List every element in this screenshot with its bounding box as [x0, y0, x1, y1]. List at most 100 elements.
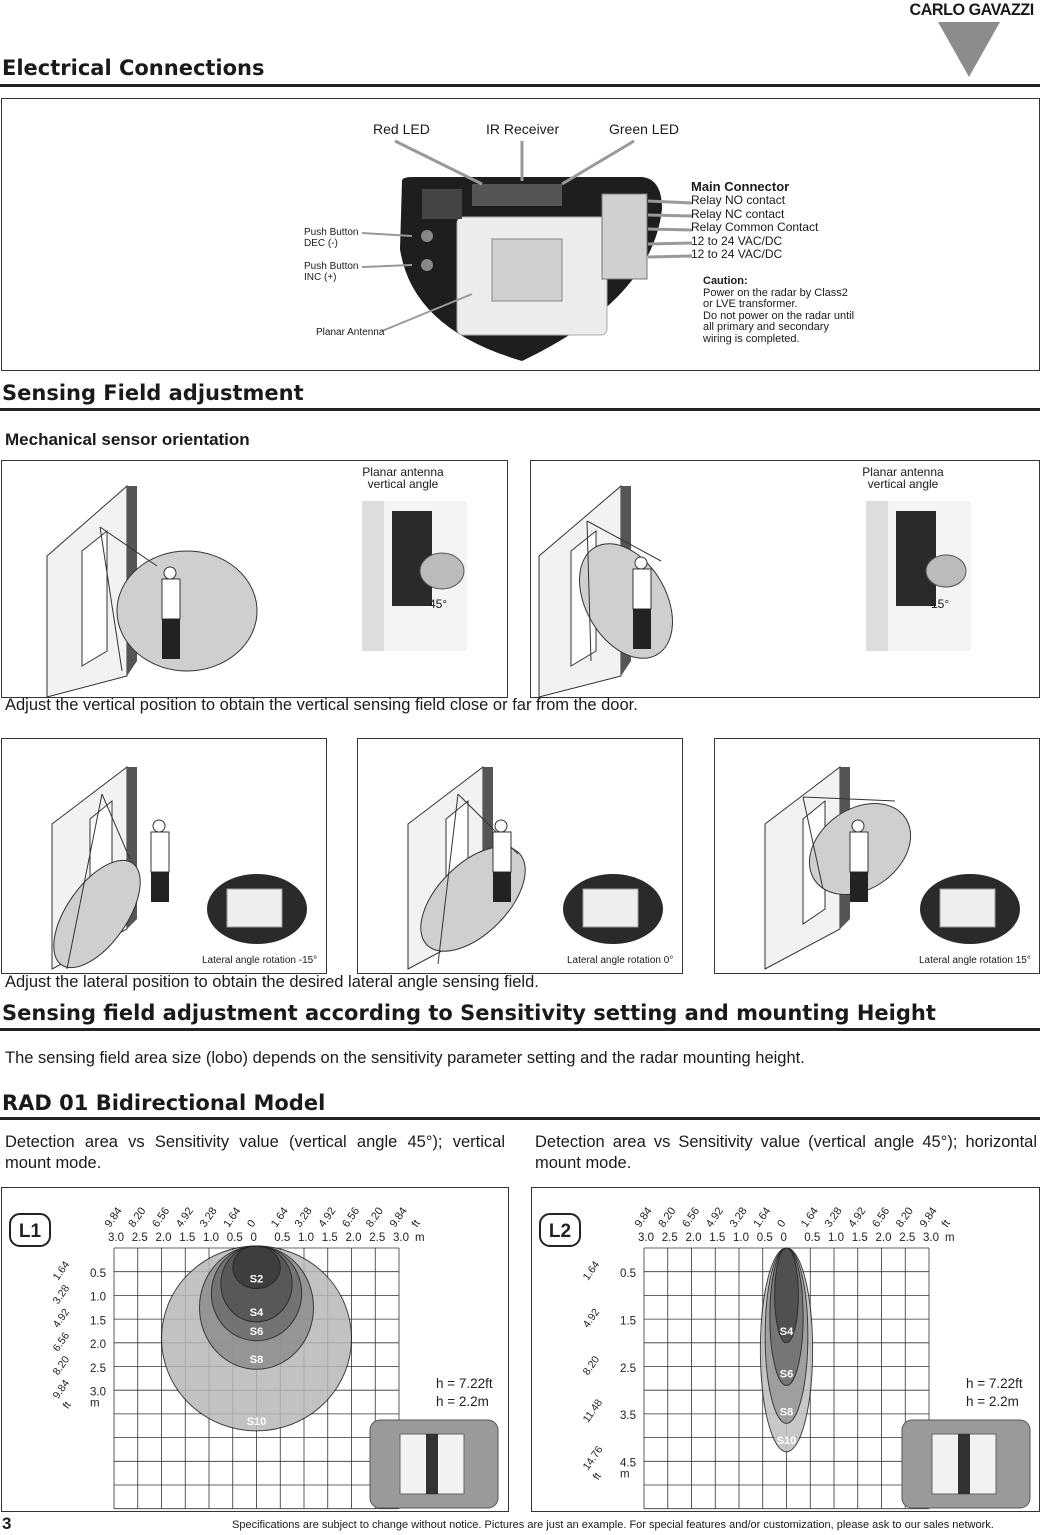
planar-antenna-label: Planar Antenna [316, 327, 385, 338]
x-tick-ft: 3.28 [198, 1205, 220, 1229]
push-inc-line-1: Push Button [304, 261, 359, 272]
x-tick-m: 1.5 [322, 1232, 338, 1244]
x-tick-ft: 4.92 [174, 1205, 196, 1229]
lateral-note: Adjust the lateral position to obtain th… [5, 973, 539, 991]
y-tick-m: 2.0 [90, 1339, 106, 1351]
lobe-label-s10: S10 [247, 1416, 267, 1428]
y-tick-m: 1.0 [90, 1292, 106, 1304]
push-dec-line-2: DEC (-) [304, 238, 338, 249]
x-tick-ft: 6.56 [340, 1205, 362, 1229]
y-tick-m: 3.5 [620, 1410, 636, 1422]
lobe-s4 [774, 1247, 799, 1344]
y-tick-ft: 1.64 [581, 1259, 603, 1283]
y-tick-m: 1.5 [90, 1315, 106, 1327]
section-title-sensitivity: Sensing field adjustment according to Se… [2, 1001, 936, 1025]
x-tick-m: 2.0 [346, 1232, 362, 1244]
x-unit-ft: ft [940, 1218, 953, 1230]
lateral-label-plus15: Lateral angle rotation 15° [919, 955, 1031, 966]
y-unit-m: m [620, 1469, 630, 1481]
x-tick-ft: 6.56 [870, 1205, 892, 1229]
push-inc-label: Push Button INC (+) [304, 261, 358, 283]
y-tick-ft: 1.64 [51, 1259, 73, 1283]
vertical-note: Adjust the vertical position to obtain t… [5, 696, 638, 714]
x-unit-m: m [415, 1232, 425, 1244]
lateral-panel-0: Lateral angle rotation 0° [357, 738, 683, 974]
x-tick-ft: 1.64 [269, 1205, 291, 1229]
y-tick-m: 0.5 [620, 1268, 636, 1280]
y-tick-ft: 9.84 [51, 1377, 73, 1401]
y-tick-m: 4.5 [620, 1458, 636, 1470]
y-tick-ft: 6.56 [51, 1330, 73, 1354]
x-tick-ft: 8.20 [126, 1205, 148, 1229]
x-tick-m: 2.5 [662, 1232, 678, 1244]
divider [0, 84, 1040, 87]
lobe-label-s6: S6 [780, 1368, 793, 1380]
height-ft-label: h = 7.22ft [966, 1376, 1023, 1391]
door-scene-illustration [46, 484, 467, 698]
x-tick-m: 2.0 [156, 1232, 172, 1244]
y-tick-ft: 8.20 [51, 1354, 73, 1378]
chart-badge [539, 1213, 581, 1247]
x-tick-ft: 1.64 [751, 1205, 773, 1229]
chart-badge [9, 1213, 51, 1247]
x-tick-m: 0.5 [274, 1232, 290, 1244]
radar-board-illustration [361, 139, 693, 361]
y-unit-m: m [90, 1398, 100, 1410]
section-title-sensing: Sensing Field adjustment [2, 381, 304, 405]
push-dec-label: Push Button DEC (-) [304, 227, 358, 249]
x-tick-m: 1.0 [733, 1232, 749, 1244]
brand-name: CARLO GAVAZZI [909, 0, 1035, 19]
chart-badge-label: L2 [549, 1221, 571, 1242]
caption-line-2: vertical angle [867, 477, 939, 491]
x-tick-ft: 9.84 [388, 1205, 410, 1229]
main-connector-title: Main Connector [691, 179, 790, 194]
x-tick-ft: 4.92 [846, 1205, 868, 1229]
page-number: 3 [2, 1514, 12, 1533]
x-tick-ft: 1.64 [799, 1205, 821, 1229]
x-unit-m: m [945, 1232, 955, 1244]
angle-15-label: 15° [931, 597, 950, 611]
caution-note: Caution: Power on the radar by Class2 or… [703, 275, 854, 345]
lateral-panel-plus15: Lateral angle rotation 15° [714, 738, 1040, 974]
x-tick-ft: 6.56 [150, 1205, 172, 1229]
x-tick-ft: 3.28 [823, 1205, 845, 1229]
x-tick-ft: 9.84 [918, 1205, 940, 1229]
x-tick-m: 2.0 [876, 1232, 892, 1244]
y-tick-ft: 14.76 [581, 1444, 606, 1473]
section-title-electrical: Electrical Connections [2, 56, 265, 80]
lateral-scene-illustration [764, 765, 1020, 970]
x-tick-m: 2.0 [686, 1232, 702, 1244]
x-tick-m: 3.0 [108, 1232, 124, 1244]
lateral-label-0: Lateral angle rotation 0° [567, 955, 674, 966]
caution-line: Power on the radar by Class2 [703, 286, 848, 299]
radar-device-center [426, 1434, 438, 1494]
lateral-panel-minus15: Lateral angle rotation -15° [1, 738, 327, 974]
x-tick-ft: 8.20 [656, 1205, 678, 1229]
x-tick-m: 3.0 [393, 1232, 409, 1244]
y-tick-ft: 8.20 [581, 1354, 603, 1378]
connector-line: Relay NO contact [691, 193, 786, 207]
caption-line-1: Planar antenna [862, 465, 944, 479]
y-tick-m: 2.5 [90, 1363, 106, 1375]
caption-line-2: vertical angle [367, 477, 439, 491]
divider [0, 1117, 1040, 1120]
x-tick-m: 2.5 [132, 1232, 148, 1244]
x-tick-m: 0 [251, 1232, 257, 1244]
y-tick-ft: 3.28 [51, 1283, 73, 1307]
sensitivity-text: The sensing field area size (lobo) depen… [5, 1049, 805, 1067]
connector-line: Relay NC contact [691, 206, 785, 221]
door-scene-illustration [538, 484, 971, 698]
right-chart-caption: Detection area vs Sensitivity value (ver… [535, 1133, 1037, 1172]
x-tick-m: 1.5 [179, 1232, 195, 1244]
ir-receiver-label: IR Receiver [486, 121, 560, 137]
lateral-scene-illustration [51, 765, 307, 970]
lateral-label-minus15: Lateral angle rotation -15° [202, 955, 318, 966]
x-tick-ft: 1.64 [221, 1205, 243, 1229]
x-tick-m: 0.5 [804, 1232, 820, 1244]
height-ft-label: h = 7.22ft [436, 1376, 493, 1391]
lobe-label-s10: S10 [777, 1435, 797, 1447]
y-tick-ft: 4.92 [581, 1306, 603, 1330]
x-tick-ft: 4.92 [704, 1205, 726, 1229]
